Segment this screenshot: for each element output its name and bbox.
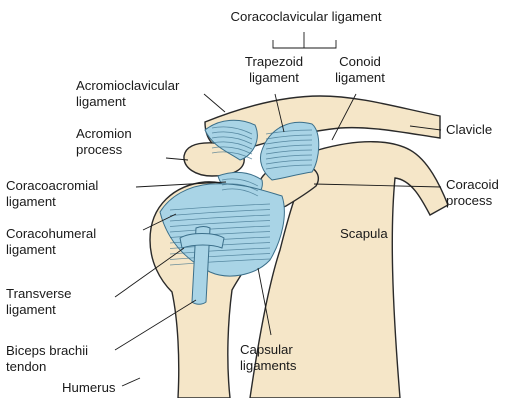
label-coracohumeral-ligament: Coracohumeral ligament (6, 226, 96, 258)
label-acromion-process: Acromion process (76, 126, 132, 158)
leader-coracoclavicular-bracket (273, 32, 336, 48)
label-coracoclavicular-ligament: Coracoclavicular ligament (222, 9, 390, 25)
label-conoid-ligament: Conoid ligament (328, 54, 392, 86)
label-transverse-ligament: Transverse ligament (6, 286, 71, 318)
label-clavicle: Clavicle (446, 122, 492, 138)
label-scapula: Scapula (340, 226, 388, 242)
label-acromioclavicular-ligament: Acromioclavicular ligament (76, 78, 179, 110)
label-coracoid-process: Coracoid process (446, 177, 499, 209)
label-humerus: Humerus (62, 380, 116, 396)
leader-acromioclavicular (204, 94, 225, 112)
label-biceps-brachii-tendon: Biceps brachii tendon (6, 343, 88, 375)
label-capsular-ligaments: Capsular ligaments (240, 342, 296, 374)
label-coracoacromial-ligament: Coracoacromial ligament (6, 178, 98, 210)
leader-humerus (122, 378, 140, 386)
label-trapezoid-ligament: Trapezoid ligament (236, 54, 312, 86)
